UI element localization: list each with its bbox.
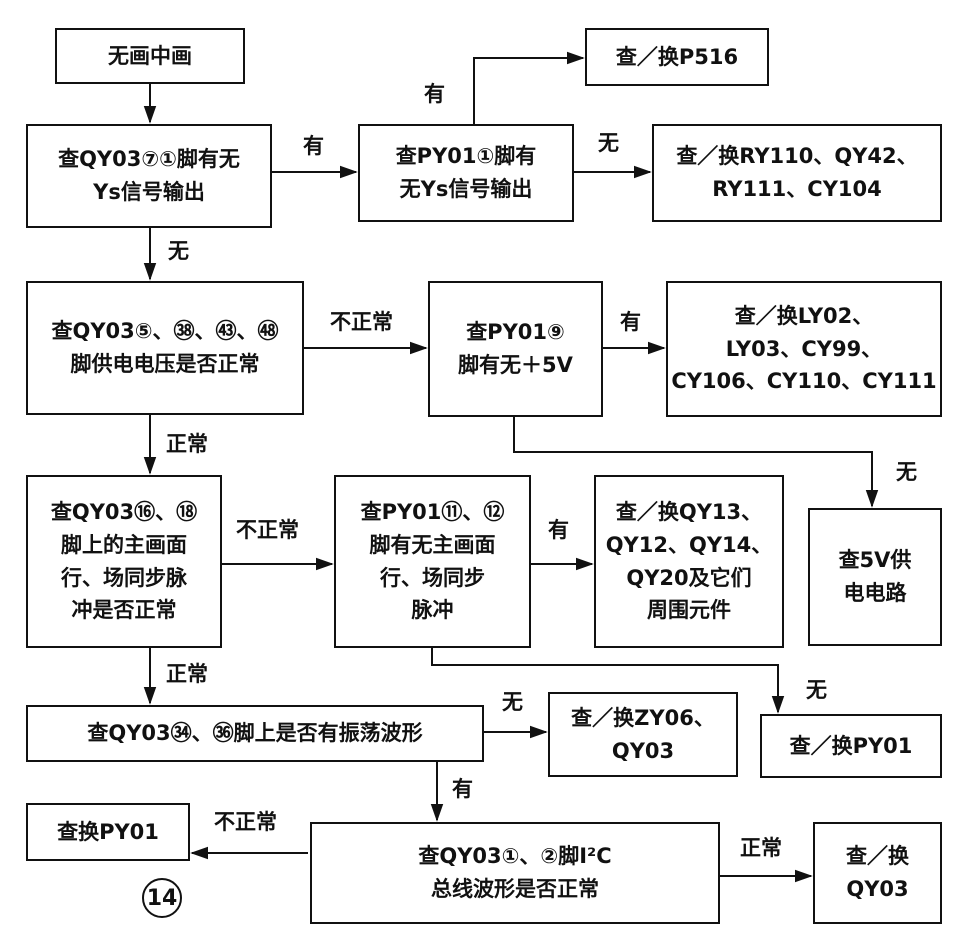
node-replace-p516: 查／换P516 [585,28,769,86]
node-replace-zy06: 查／换ZY06、 QY03 [548,692,738,777]
node-start-text: 无画中画 [108,43,192,68]
node-check-i2c-text: 查QY03①、②脚I²C 总线波形是否正常 [418,844,612,901]
node-check-sync-text: 查QY03⑯、⑱ 脚上的主画面 行、场同步脉 冲是否正常 [50,500,198,623]
node-check-osc-text: 查QY03㉞、㊱脚上是否有振荡波形 [87,721,423,746]
node-check-pin71: 查QY03⑦①脚有无 Ys信号输出 [26,124,272,228]
node-replace-py01-a-text: 查／换PY01 [789,733,913,758]
node-replace-qy03-text: 查／换 QY03 [846,844,909,901]
edge-label-to-py01-sync: 不正常 [236,518,299,542]
edge-label-to-py01-b: 不正常 [214,810,277,834]
node-replace-qy03: 查／换 QY03 [813,822,942,924]
node-check-py01-pin9: 查PY01⑨ 脚有无＋5V [428,281,603,417]
node-replace-py01-b: 查换PY01 [26,803,190,861]
edge-label-to-zy06: 无 [502,690,523,714]
node-check-py01-pin9-text: 查PY01⑨ 脚有无＋5V [458,320,573,377]
node-check-py01-pin1: 查PY01①脚有 无Ys信号输出 [358,124,574,222]
node-check-pin71-text: 查QY03⑦①脚有无 Ys信号输出 [58,147,240,204]
node-start: 无画中画 [55,28,245,84]
edge-label-to-p516: 有 [424,82,445,106]
node-replace-ly02-text: 查／换LY02、 LY03、CY99、 CY106、CY110、CY111 [671,304,937,394]
edge-label-to-qy03: 正常 [740,836,782,860]
edge-label-to-5v: 无 [896,460,917,484]
edge-label-to-supply: 无 [168,239,189,263]
node-check-5v: 查5V供 电电路 [808,508,942,646]
edge-label-to-py01-pin9: 不正常 [330,310,393,334]
node-replace-p516-text: 查／换P516 [615,44,739,69]
node-replace-py01-b-text: 查换PY01 [57,819,159,844]
node-check-5v-text: 查5V供 电电路 [838,548,912,605]
edge-label-to-qy13: 有 [548,518,569,542]
node-replace-py01-a: 查／换PY01 [760,714,942,778]
arrow-py01sync-to-py01a [431,648,785,714]
node-check-osc: 查QY03㉞、㊱脚上是否有振荡波形 [26,705,484,762]
arrow-pin9-to-5v [513,417,879,508]
node-check-i2c: 查QY03①、②脚I²C 总线波形是否正常 [310,822,720,924]
arrow-py01-to-p516 [473,51,585,124]
edge-label-to-ly02: 有 [620,310,641,334]
node-replace-ry110: 查／换RY110、QY42、 RY111、CY104 [652,124,942,222]
edge-label-to-py01-pin1: 有 [303,134,324,158]
node-check-supply-text: 查QY03⑤、㊳、㊸、㊽ 脚供电电压是否正常 [51,319,279,376]
page-number-badge: 14 [142,878,182,918]
node-check-sync: 查QY03⑯、⑱ 脚上的主画面 行、场同步脉 冲是否正常 [26,475,222,648]
edge-label-to-i2c: 有 [452,777,473,801]
node-check-py01-sync-text: 查PY01⑪、⑫ 脚有无主画面 行、场同步 脉冲 [360,500,505,623]
page-number-text: 14 [146,885,178,911]
node-replace-ly02: 查／换LY02、 LY03、CY99、 CY106、CY110、CY111 [666,281,942,417]
node-replace-qy13: 查／换QY13、 QY12、QY14、 QY20及它们 周围元件 [594,475,784,648]
node-replace-ry110-text: 查／换RY110、QY42、 RY111、CY104 [676,144,918,201]
node-check-py01-sync: 查PY01⑪、⑫ 脚有无主画面 行、场同步 脉冲 [334,475,531,648]
node-replace-qy13-text: 查／换QY13、 QY12、QY14、 QY20及它们 周围元件 [605,500,773,623]
node-check-py01-pin1-text: 查PY01①脚有 无Ys信号输出 [395,144,537,201]
edge-label-to-py01-a: 无 [806,678,827,702]
node-replace-zy06-text: 查／换ZY06、 QY03 [571,705,715,763]
edge-label-to-sync: 正常 [166,432,208,456]
node-check-supply: 查QY03⑤、㊳、㊸、㊽ 脚供电电压是否正常 [26,281,304,415]
edge-label-to-osc: 正常 [166,662,208,686]
edge-label-to-ry110: 无 [598,131,619,155]
